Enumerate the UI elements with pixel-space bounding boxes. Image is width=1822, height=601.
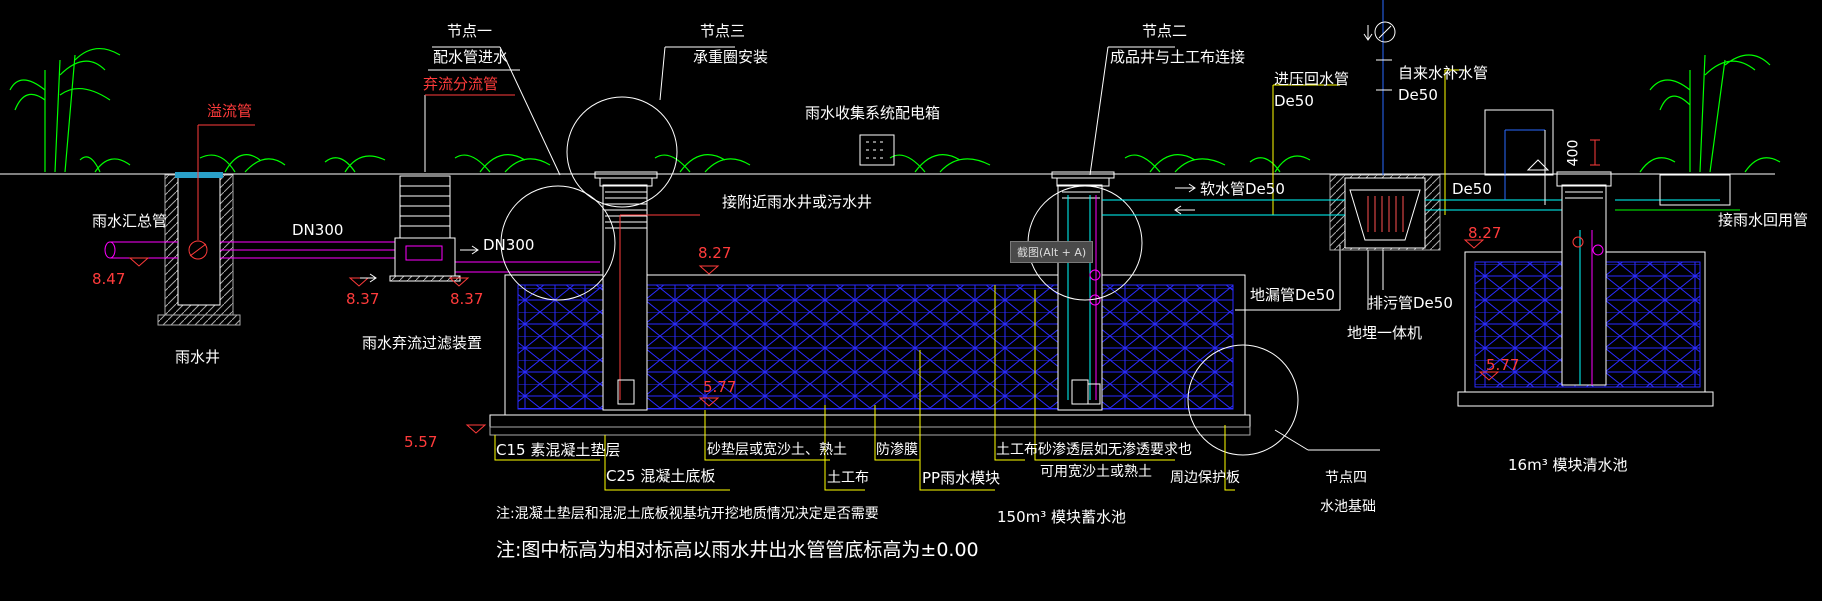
connect-well-label: 接附近雨水井或污水井 xyxy=(722,193,873,211)
membrane-label: 防渗膜 xyxy=(876,442,918,458)
height-400-label: 400 xyxy=(1565,139,1582,167)
node3-label: 节点三 xyxy=(700,22,746,40)
pressure-return-label: 进压回水管 xyxy=(1274,70,1350,88)
c25-label: C25 混凝土底板 xyxy=(606,467,716,485)
elevation-847: 8.47 xyxy=(92,270,126,288)
geotextile-b-label: 土工布 xyxy=(996,442,1038,458)
pressure-return-size: De50 xyxy=(1274,92,1314,110)
plants xyxy=(9,48,1781,173)
pool-16-label: 16m³ 模块清水池 xyxy=(1508,456,1628,474)
de50-right-label: De50 xyxy=(1452,180,1492,198)
rain-well xyxy=(157,124,255,326)
geotextile-a-label: 土工布 xyxy=(827,470,869,486)
node2-label: 节点二 xyxy=(1142,22,1188,40)
module-tank-16 xyxy=(1457,109,1731,407)
node4-desc: 水池基础 xyxy=(1320,499,1376,515)
tap-water-label: 自来水补水管 xyxy=(1398,64,1489,82)
sand-permeable-label: 砂渗透层如无渗透要求也 xyxy=(1038,442,1192,458)
dn300-b-label: DN300 xyxy=(483,236,535,254)
manholes xyxy=(594,171,1115,400)
node1-desc: 配水管进水 xyxy=(433,48,509,66)
leak-pipe-label: 地漏管De50 xyxy=(1250,286,1335,304)
pool-150-label: 150m³ 模块蓄水池 xyxy=(997,508,1127,526)
reuse-label: 接雨水回用管 xyxy=(1718,211,1809,229)
elevation-577-b: 5.77 xyxy=(1486,356,1520,374)
node4-label: 节点四 xyxy=(1325,470,1367,486)
node2-desc: 成品井与土工布连接 xyxy=(1110,48,1246,66)
rain-main-label: 雨水汇总管 xyxy=(92,212,168,230)
filter-device xyxy=(389,94,515,282)
overflow-pipe-label: 溢流管 xyxy=(207,102,253,120)
overflow-split-label: 弃流分流管 xyxy=(423,75,499,93)
retaining-label: 周边保护板 xyxy=(1170,470,1240,486)
tap-water-size: De50 xyxy=(1398,86,1438,104)
power-box xyxy=(859,134,895,166)
c15-label: C15 素混凝土垫层 xyxy=(496,441,621,459)
dn300-a-label: DN300 xyxy=(292,221,344,239)
integrated-label: 地埋一体机 xyxy=(1347,324,1423,342)
node3-desc: 承重圈安装 xyxy=(693,48,769,66)
module-tank-150 xyxy=(489,184,1251,436)
sand-layer-label: 砂垫层或宽沙土、熟土 xyxy=(707,442,847,458)
screenshot-tooltip: 截图(Alt + A) xyxy=(1010,241,1094,263)
service-pipes xyxy=(1102,129,1740,216)
elevation-827-a: 8.27 xyxy=(698,244,732,262)
soft-pipe-label: 软水管De50 xyxy=(1200,180,1285,198)
sand-permeable-label-2: 可用宽沙土或熟土 xyxy=(1040,464,1152,480)
flow-arrows xyxy=(360,25,1550,283)
node1-label: 节点一 xyxy=(447,22,493,40)
note-1: 注:混凝土垫层和混泥土底板视基坑开挖地质情况决定是否需要 xyxy=(496,506,879,522)
note-2: 注:图中标高为相对标高以雨水井出水管管底标高为±0.00 xyxy=(496,539,979,561)
power-box-label: 雨水收集系统配电箱 xyxy=(805,104,941,122)
leader-lines xyxy=(428,46,1380,451)
elevation-557: 5.57 xyxy=(404,433,438,451)
elevation-827-b: 8.27 xyxy=(1468,224,1502,242)
elevation-577-a: 5.77 xyxy=(703,378,737,396)
elevation-837-b: 8.37 xyxy=(450,290,484,308)
rain-well-label: 雨水井 xyxy=(175,348,221,366)
elevation-837-a: 8.37 xyxy=(346,290,380,308)
elevation-marks xyxy=(128,239,1500,434)
filter-device-label: 雨水弃流过滤装置 xyxy=(362,334,483,352)
yellow-leaders xyxy=(494,69,1465,491)
drain-pipe-label: 排污管De50 xyxy=(1368,294,1453,312)
pp-module-label: PP雨水模块 xyxy=(922,469,1001,487)
integrated-machine xyxy=(1329,0,1441,290)
